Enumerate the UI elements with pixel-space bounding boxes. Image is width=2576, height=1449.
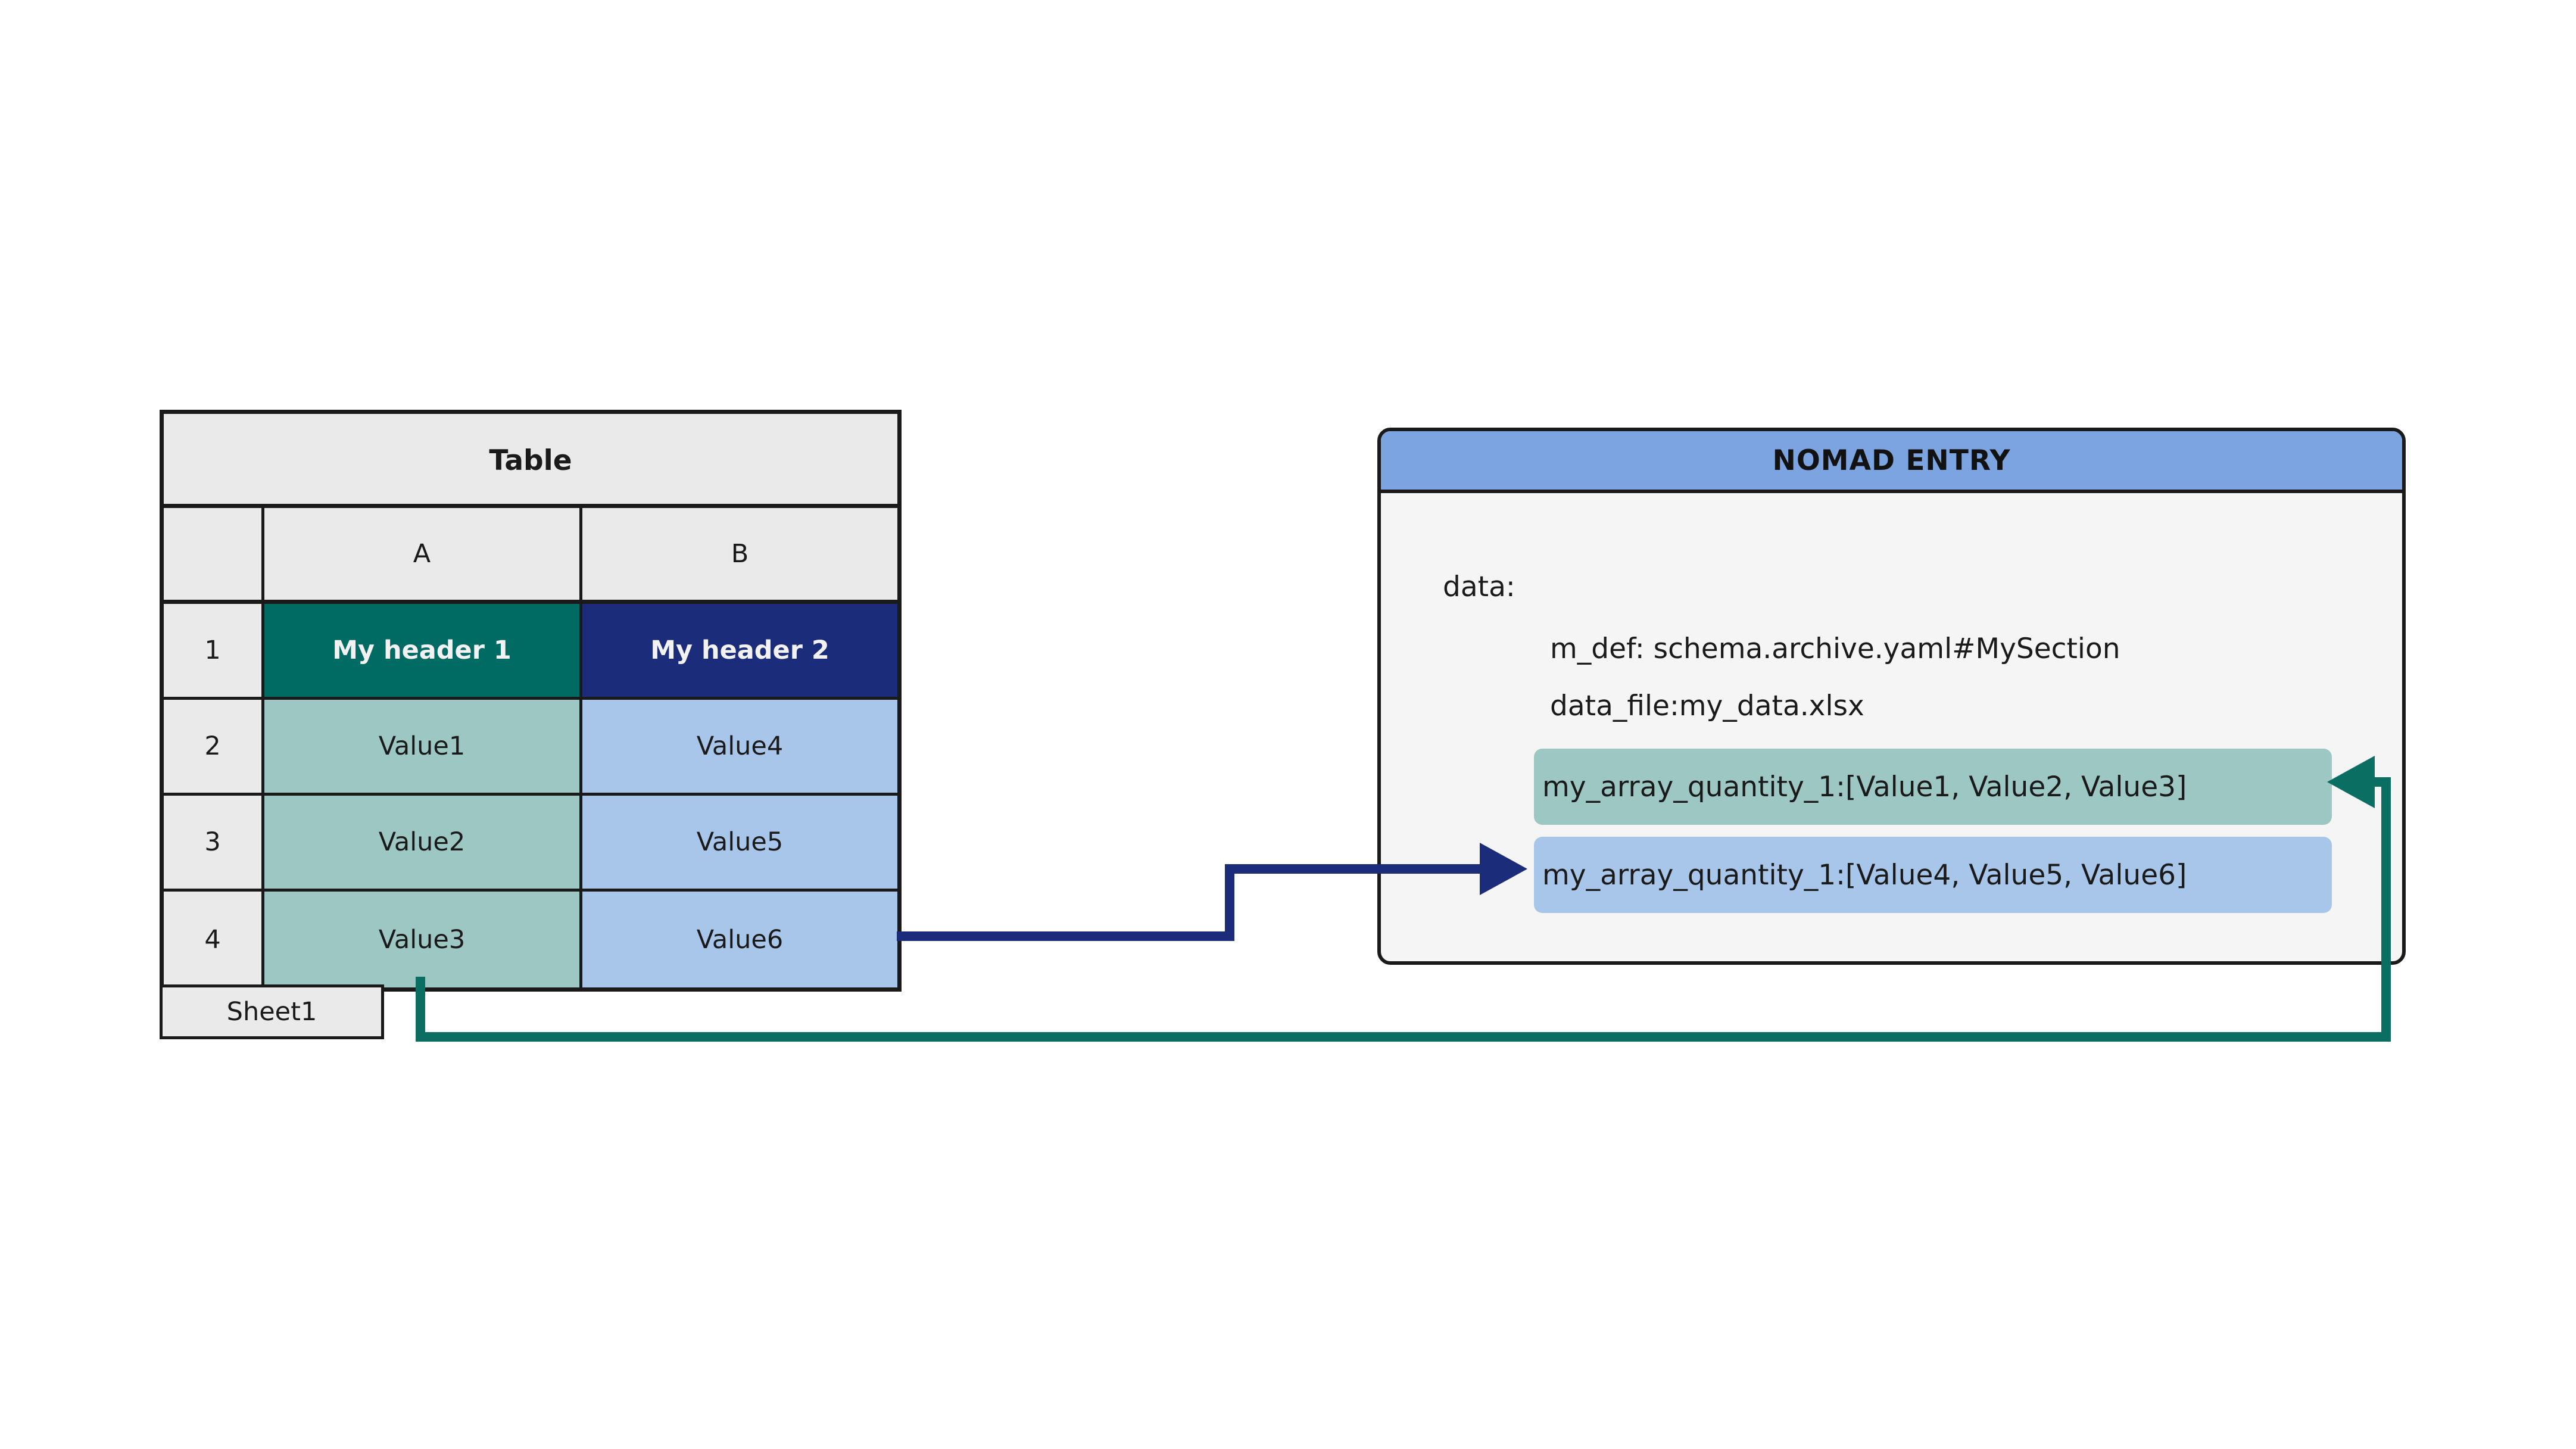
column-header-b: B bbox=[582, 508, 897, 600]
nomad-entry-body: data: m_def: schema.archive.yaml#MySecti… bbox=[1381, 493, 2402, 961]
corner-cell bbox=[164, 508, 264, 600]
cell-a1[interactable]: My header 1 bbox=[264, 604, 582, 697]
table-row: 2 Value1 Value4 bbox=[164, 700, 897, 796]
row-number-3: 3 bbox=[164, 796, 264, 889]
cell-b2[interactable]: Value4 bbox=[582, 700, 897, 793]
row-number-1: 1 bbox=[164, 604, 264, 697]
cell-a4[interactable]: Value3 bbox=[264, 892, 582, 987]
column-header-a: A bbox=[264, 508, 582, 600]
yaml-line-data-file: data_file:my_data.xlsx bbox=[1550, 690, 1864, 722]
table-row: 3 Value2 Value5 bbox=[164, 796, 897, 892]
sheet-tab-sheet1[interactable]: Sheet1 bbox=[160, 984, 384, 1039]
cell-a3[interactable]: Value2 bbox=[264, 796, 582, 889]
spreadsheet-table: Table A B 1 My header 1 My header 2 2 Va… bbox=[160, 410, 902, 992]
table-row: 1 My header 1 My header 2 bbox=[164, 604, 897, 700]
row-number-2: 2 bbox=[164, 700, 264, 793]
column-header-row: A B bbox=[164, 508, 897, 604]
yaml-line-m-def: m_def: schema.archive.yaml#MySection bbox=[1550, 632, 2120, 665]
quantity-chip-green[interactable]: my_array_quantity_1:[Value1, Value2, Val… bbox=[1534, 749, 2332, 825]
table-row: 4 Value3 Value6 bbox=[164, 892, 897, 987]
yaml-root-key: data: bbox=[1443, 571, 1515, 603]
quantity-chip-blue[interactable]: my_array_quantity_1:[Value4, Value5, Val… bbox=[1534, 837, 2332, 913]
nomad-entry-title: NOMAD ENTRY bbox=[1381, 431, 2402, 493]
cell-b4[interactable]: Value6 bbox=[582, 892, 897, 987]
cell-b1[interactable]: My header 2 bbox=[582, 604, 897, 697]
row-number-4: 4 bbox=[164, 892, 264, 987]
cell-b3[interactable]: Value5 bbox=[582, 796, 897, 889]
cell-a2[interactable]: Value1 bbox=[264, 700, 582, 793]
table-caption: Table bbox=[164, 414, 897, 508]
nomad-entry-card: NOMAD ENTRY data: m_def: schema.archive.… bbox=[1377, 428, 2406, 965]
